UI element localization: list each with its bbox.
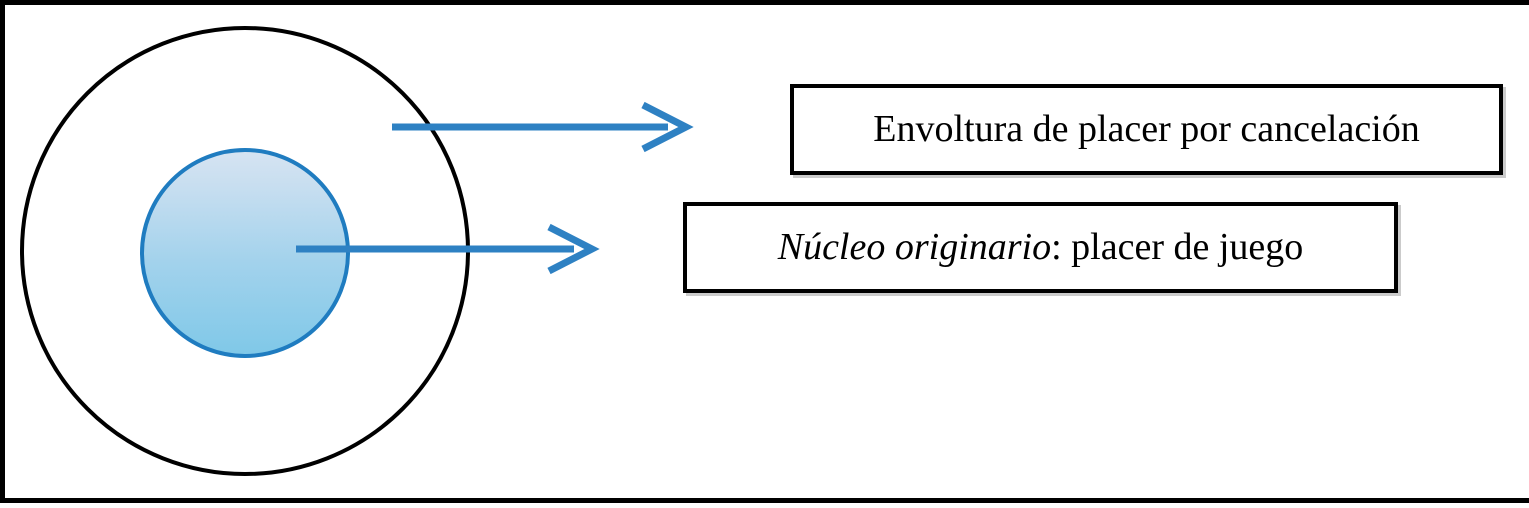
arrow-to-envoltura	[392, 101, 694, 153]
inner-circle	[140, 148, 350, 358]
label-text-envoltura: Envoltura de placer por cancelación	[873, 107, 1420, 150]
label-box-envoltura: Envoltura de placer por cancelación	[790, 84, 1503, 175]
label-text-nucleo-italic: Núcleo originario	[777, 225, 1052, 268]
label-text-nucleo-regular: : placer de juego	[1051, 225, 1304, 268]
arrow-to-envoltura-head	[641, 101, 694, 153]
arrow-to-nucleo-head	[547, 223, 600, 275]
arrow-to-nucleo	[296, 223, 600, 275]
label-box-nucleo: Núcleo originario: placer de juego	[683, 202, 1398, 293]
label-text-nucleo: Núcleo originario: placer de juego	[777, 225, 1304, 269]
